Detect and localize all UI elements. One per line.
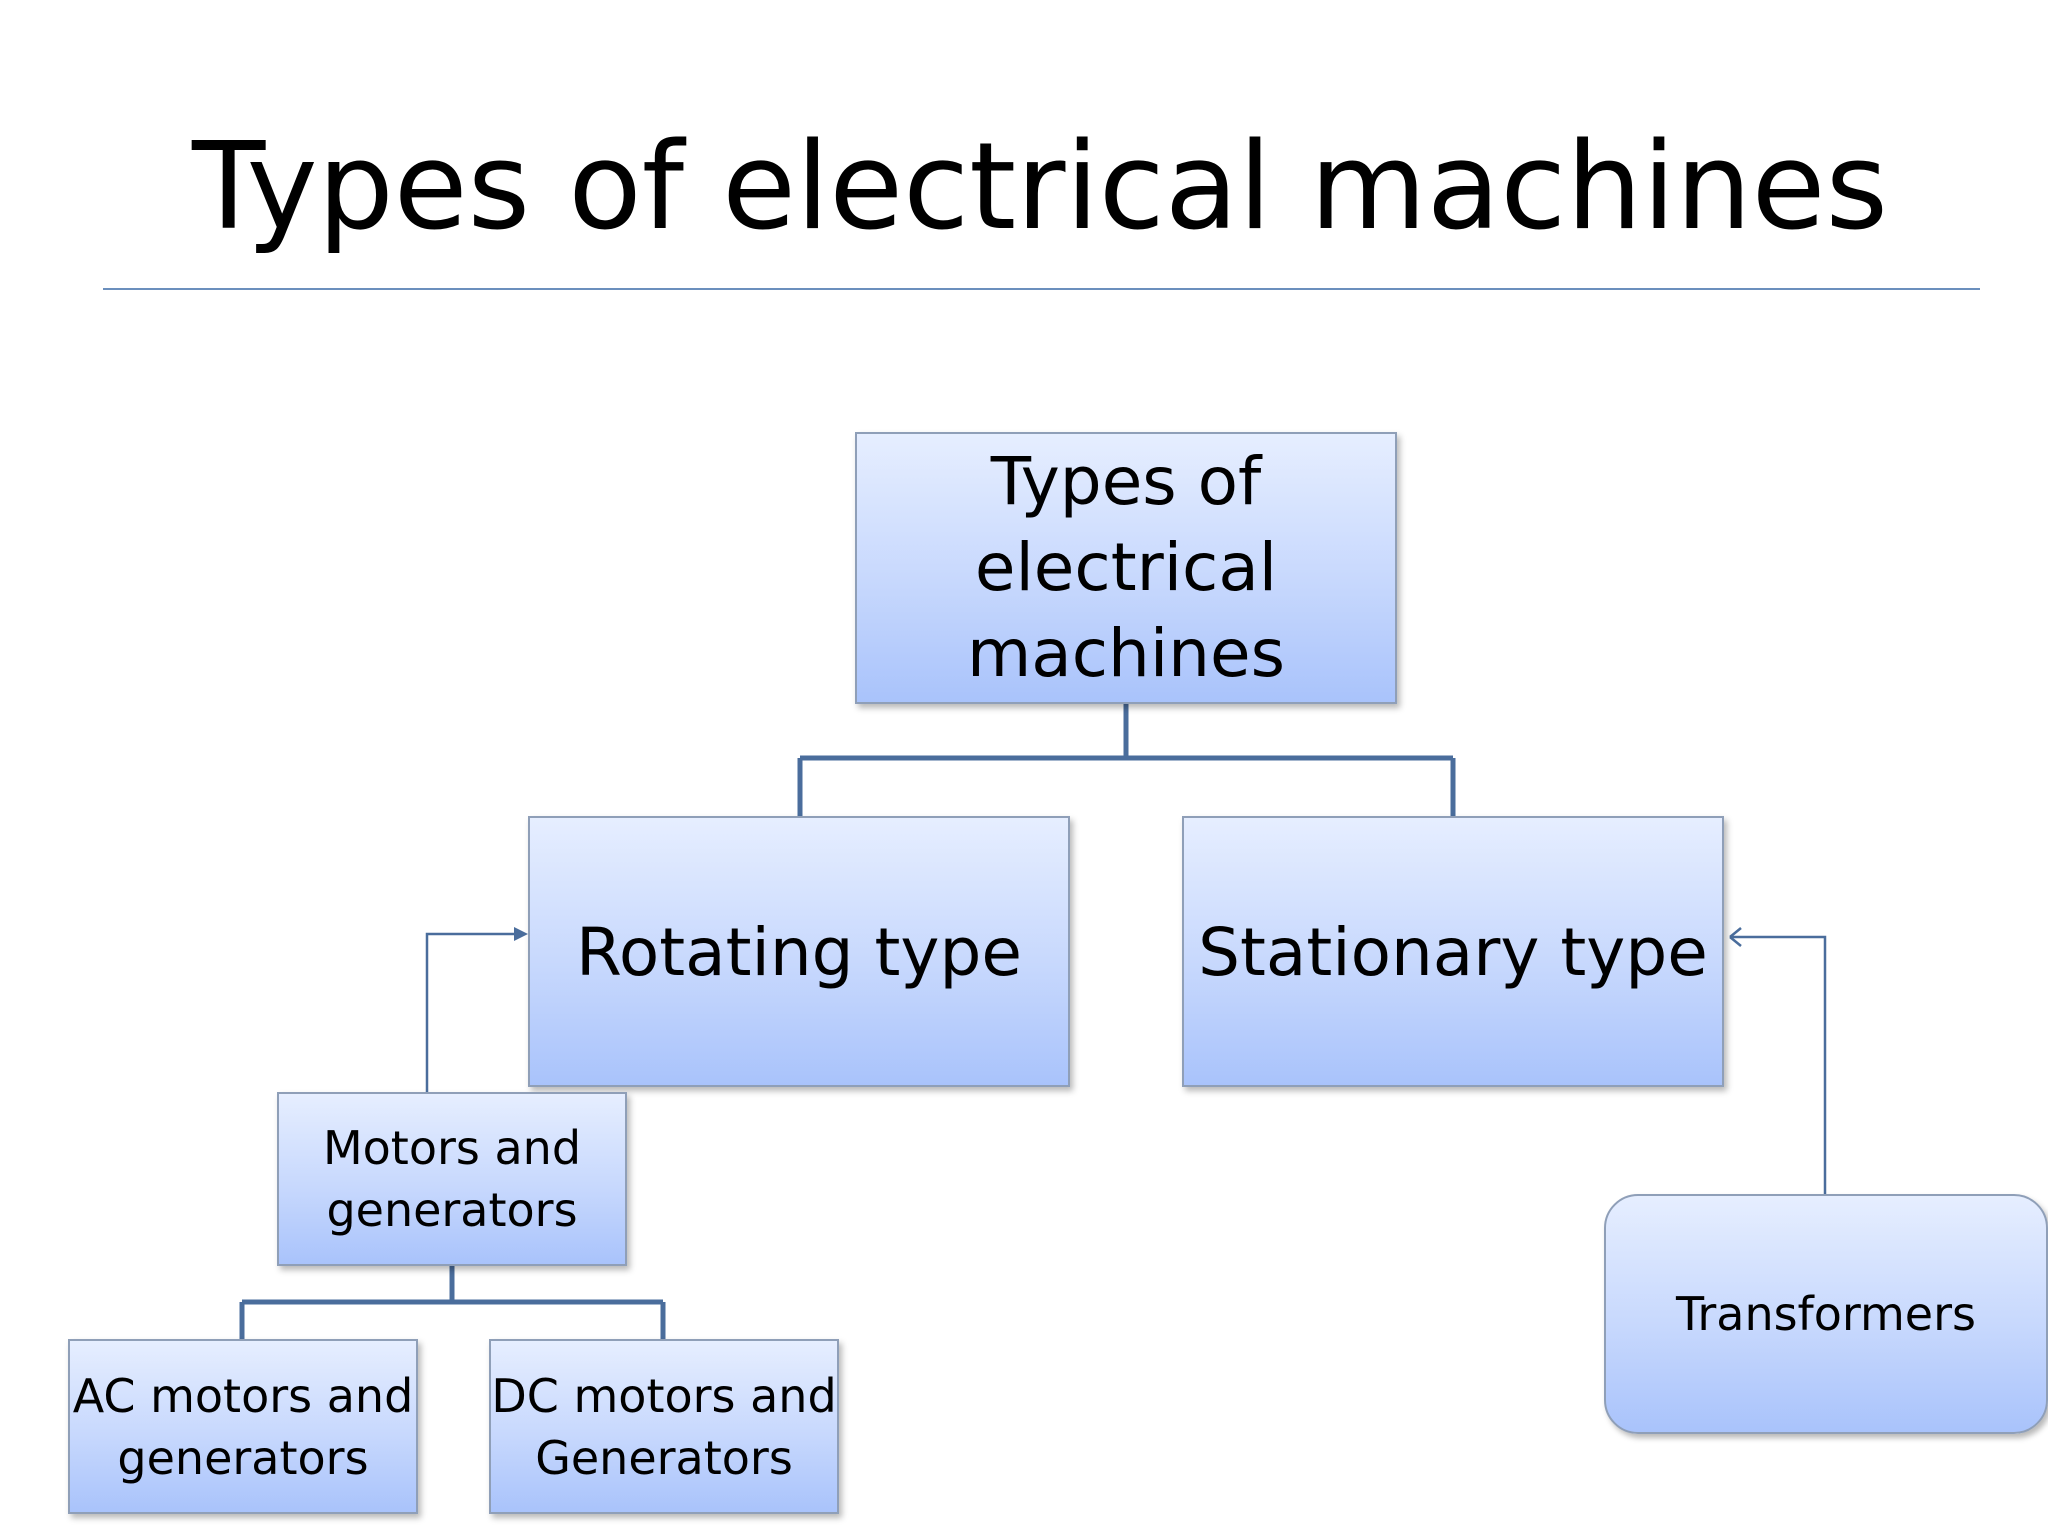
connector-motors-to-leaves (239, 1266, 666, 1339)
transformers-box: Transformers (1604, 1194, 2048, 1434)
transformers-label: Transformers (1676, 1287, 1976, 1341)
rotating-type-label: Rotating type (576, 914, 1022, 991)
arrow-transformers-to-stationary (1730, 935, 1827, 1194)
root-node-label: Types of electrical machines (966, 443, 1285, 692)
root-node-box: Types of electrical machines (855, 432, 1397, 704)
slide-title: Types of electrical machines (192, 118, 1888, 257)
rotating-type-box: Rotating type (528, 816, 1070, 1087)
motors-generators-box: Motors and generators (277, 1092, 627, 1266)
ac-motors-label: AC motors and generators (72, 1368, 414, 1485)
dc-motors-label: DC motors and Generators (491, 1368, 837, 1485)
stationary-type-label: Stationary type (1198, 914, 1708, 991)
arrowhead-stationary (1729, 927, 1742, 947)
ac-motors-box: AC motors and generators (68, 1339, 418, 1514)
dc-motors-box: DC motors and Generators (489, 1339, 839, 1514)
title-divider (103, 288, 1980, 290)
arrow-motors-to-rotating (425, 932, 522, 1092)
connector-root-to-types (797, 704, 1456, 816)
motors-generators-label: Motors and generators (322, 1121, 582, 1237)
arrowhead-rotating (514, 927, 528, 941)
stationary-type-box: Stationary type (1182, 816, 1724, 1087)
